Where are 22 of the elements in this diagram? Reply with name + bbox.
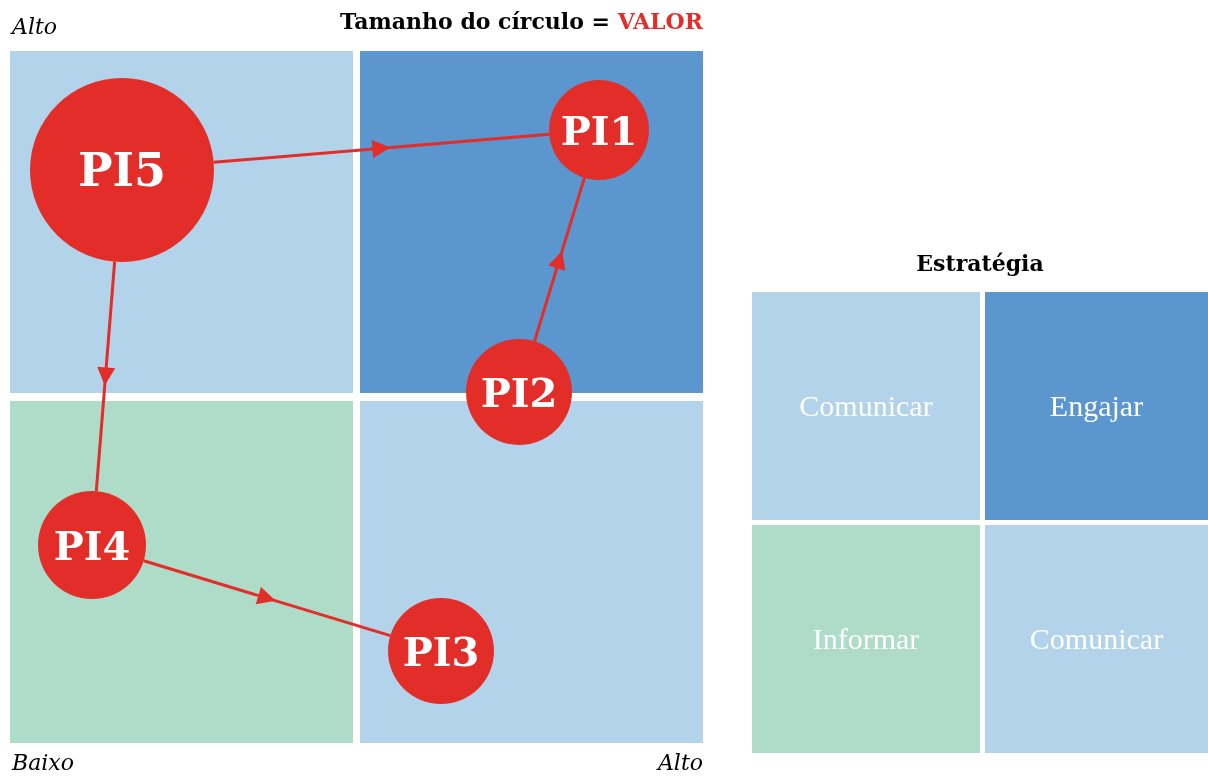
node-label: PI4: [53, 521, 131, 569]
node-label: PI1: [560, 106, 638, 154]
node-label: PI3: [402, 627, 480, 675]
axis-label: Alto: [658, 750, 703, 775]
title: Tamanho do círculo = VALOR: [340, 8, 703, 34]
legend-title: Estratégia: [916, 250, 1044, 276]
strategy-cell: [985, 292, 1208, 520]
axis-label: Baixo: [12, 750, 74, 775]
node-label: Comunicar: [1029, 622, 1164, 656]
node-label: PI2: [480, 368, 558, 416]
node-label: PI5: [77, 143, 167, 197]
node-label: Informar: [812, 622, 920, 656]
strategy-cell: [985, 525, 1208, 753]
arrow: [143, 559, 391, 638]
node-label: Engajar: [1049, 389, 1144, 423]
strategy-cell: [752, 525, 980, 753]
arrow: [533, 177, 586, 342]
arrow: [94, 261, 117, 492]
axis-label: Alto: [12, 14, 57, 39]
arrow: [213, 132, 550, 164]
node-label: Comunicar: [799, 389, 933, 423]
strategy-cell: [752, 292, 980, 520]
